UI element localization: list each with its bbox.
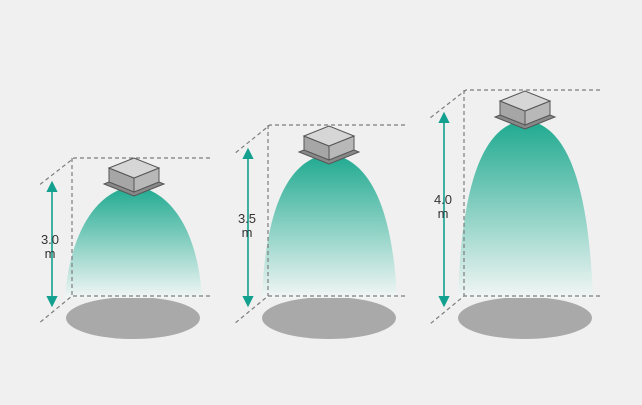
ceiling-cassette-icon [102,157,166,197]
floor-spot-ellipse [262,297,396,339]
height-value-label: 3.5 [238,211,256,226]
light-beam-cone [65,186,202,298]
ceiling-guide-line [233,124,405,155]
height-unit-label: m [45,246,56,261]
ceiling-guide-line [429,89,600,119]
unit-group-3: 4.0 m [429,89,600,339]
height-unit-label: m [242,225,253,240]
ceiling-guide-line [37,157,210,187]
floor-spot-ellipse [66,297,200,339]
ceiling-cassette-icon [297,125,361,165]
unit-group-1: 3.0 m [37,157,210,339]
height-value-label: 4.0 [434,192,452,207]
unit-group-2: 3.5 m [233,124,405,339]
light-beam-cone [458,120,593,298]
light-beam-cone [262,154,397,298]
height-unit-label: m [438,206,449,221]
floor-guide-line [37,295,210,325]
height-value-label: 3.0 [41,232,59,247]
floor-spot-ellipse [458,297,592,339]
ceiling-cassette-icon [493,90,557,130]
